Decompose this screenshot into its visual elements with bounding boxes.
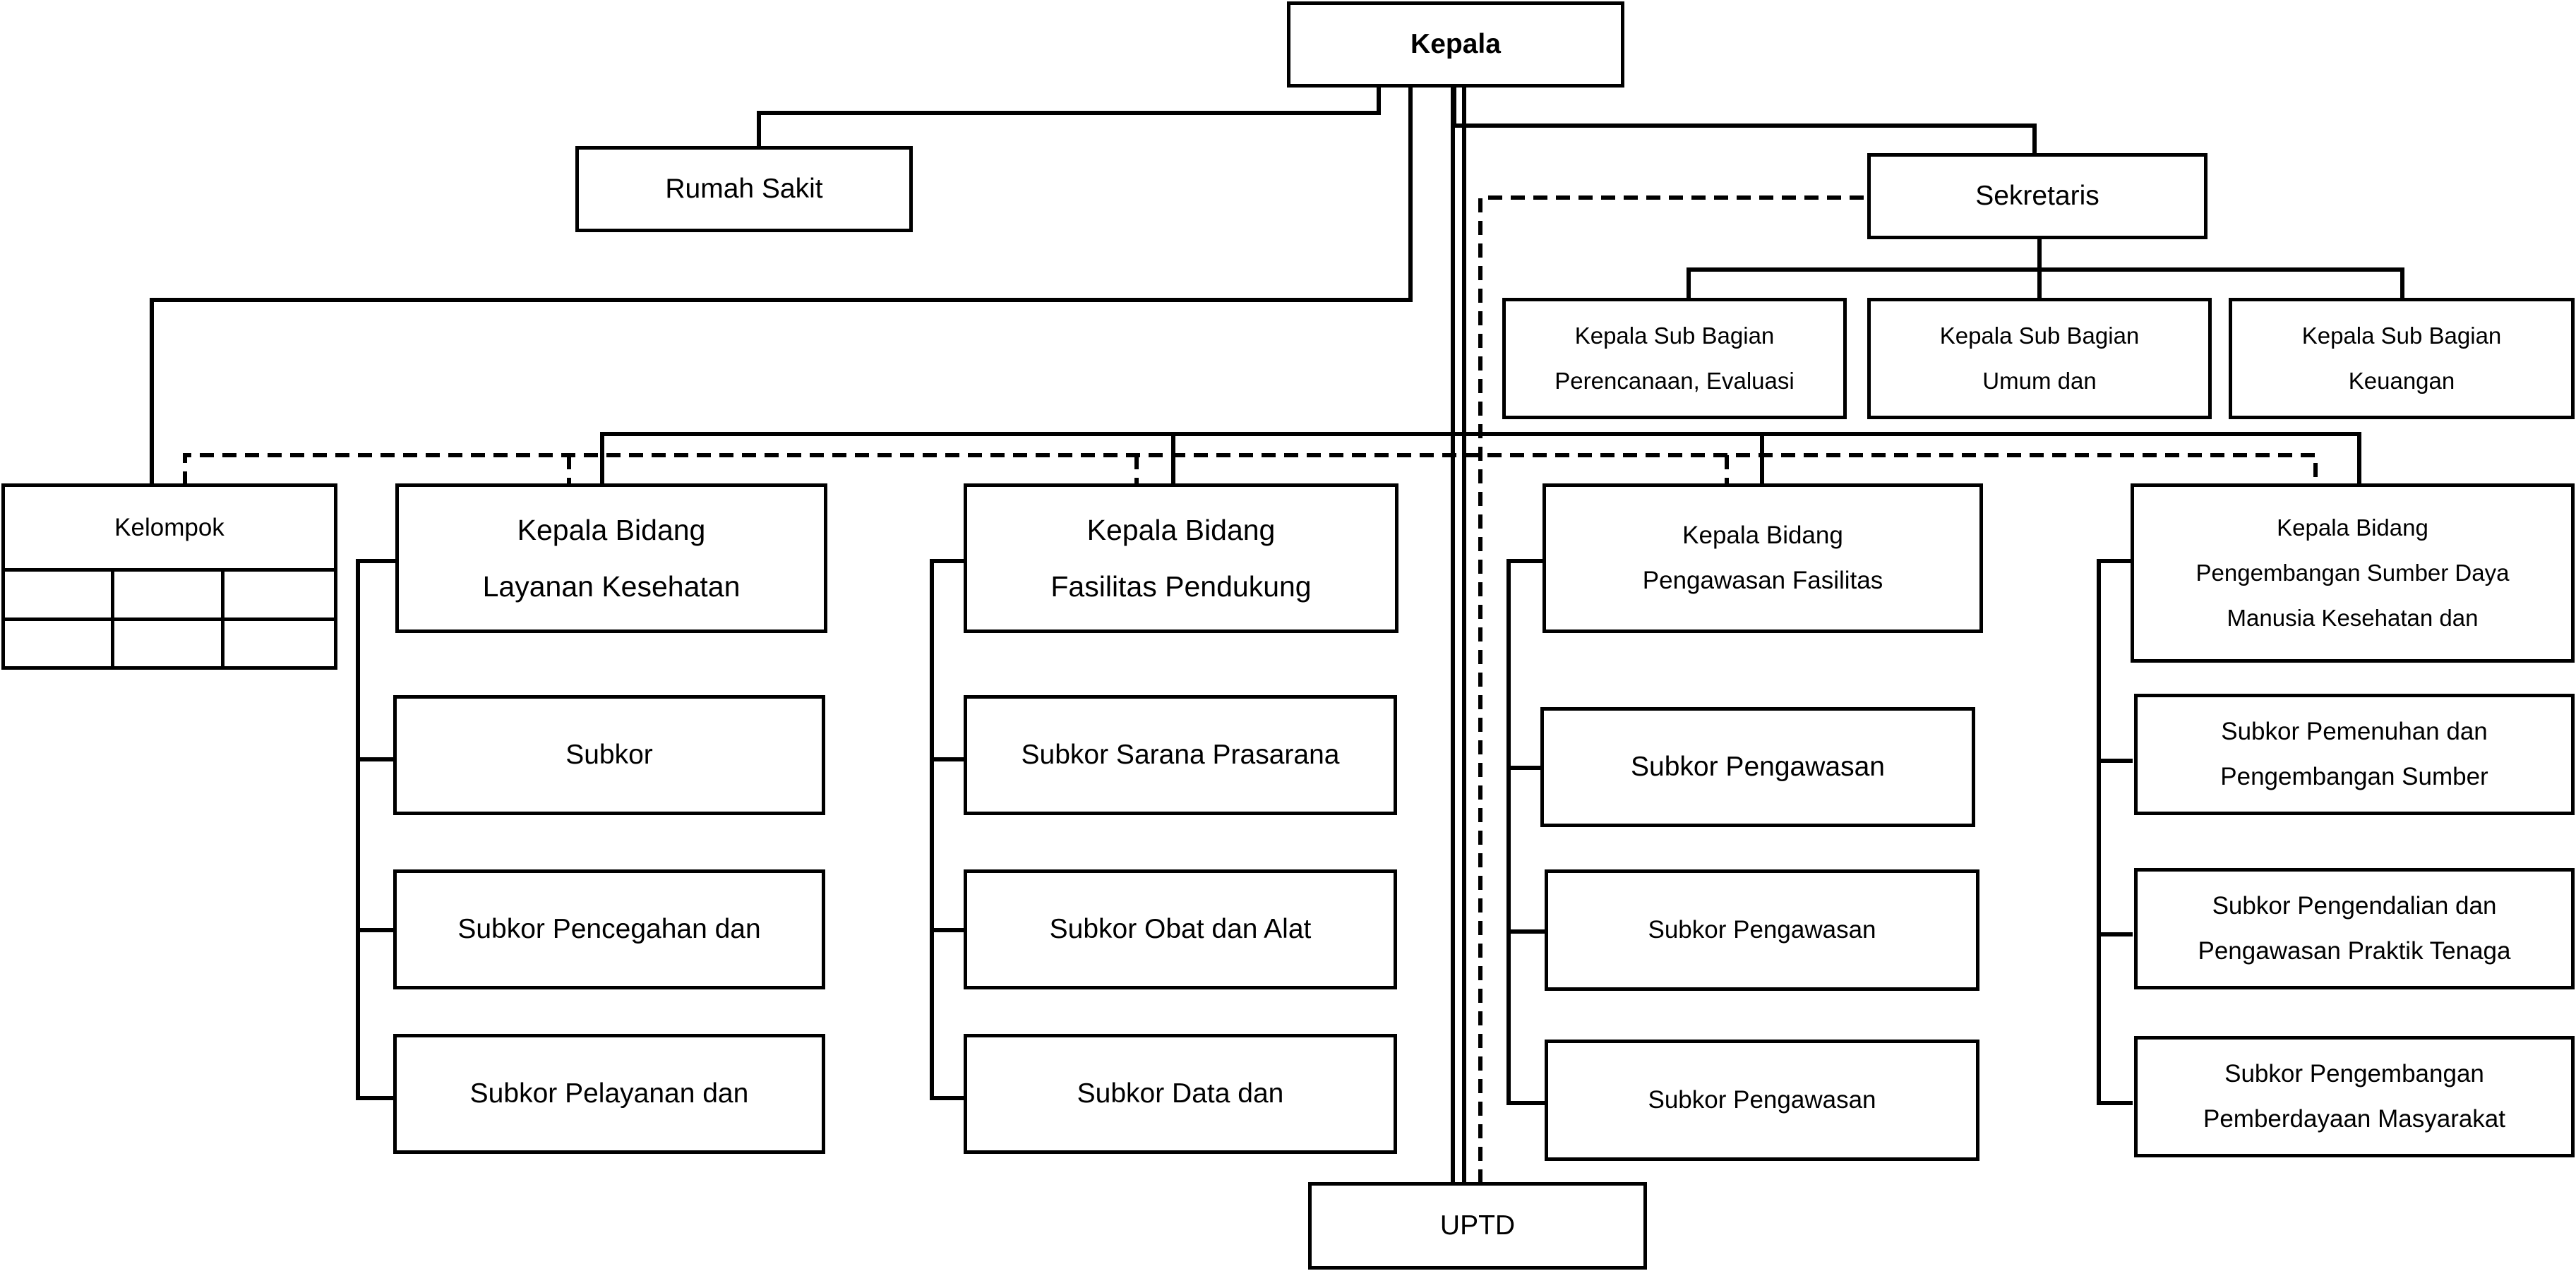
unit-box: Subkor Pengawasan (1545, 869, 1979, 991)
sub-section-finance: Kepala Sub Bagian Keuangan (2229, 298, 2575, 419)
unit-box: Subkor Pemenuhan dan Pengembangan Sumber (2134, 694, 2575, 815)
division-head-health-services: Kepala Bidang Layanan Kesehatan (395, 483, 827, 633)
unit-line1: Subkor Data dan (1077, 1078, 1284, 1109)
secretary-box: Sekretaris (1867, 153, 2207, 239)
division-head-line2: Pengawasan Fasilitas (1642, 567, 1883, 594)
division-head-line1: Kepala Bidang (1682, 522, 1843, 549)
division-head-line2: Layanan Kesehatan (482, 570, 741, 603)
division-head-line1: Kepala Bidang (517, 514, 706, 546)
sub-section-general: Kepala Sub Bagian Umum dan (1867, 298, 2212, 419)
unit-box: Subkor Pelayanan dan (393, 1034, 825, 1154)
division-head-support-facilities: Kepala Bidang Fasilitas Pendukung (964, 483, 1398, 633)
grid-cell (224, 621, 334, 667)
unit-line1: Subkor Sarana Prasarana (1021, 740, 1340, 770)
unit-line1: Subkor Obat dan Alat (1049, 914, 1312, 944)
unit-box: Subkor Pengawasan (1540, 707, 1975, 827)
unit-line2: Pengembangan Sumber (2220, 763, 2488, 790)
unit-box: Subkor Pencegahan dan (393, 869, 825, 989)
grid-cell (5, 572, 115, 621)
grid-cell (114, 620, 224, 666)
unit-box: Subkor Pengawasan (1545, 1040, 1979, 1161)
sub-section-line1: Kepala Sub Bagian (2301, 323, 2502, 349)
unit-box: Subkor Pengembangan Pemberdayaan Masyara… (2134, 1036, 2575, 1157)
unit-line2: Pengawasan Praktik Tenaga (2198, 937, 2511, 965)
unit-box: Subkor Obat dan Alat (964, 869, 1397, 989)
hospital-label: Rumah Sakit (665, 174, 823, 204)
division-head-line1: Kepala Bidang (2277, 514, 2428, 541)
grid-cell (114, 572, 224, 621)
unit-line1: Subkor Pengawasan (1648, 916, 1876, 944)
head-box: Kepala (1287, 1, 1624, 88)
division-head-line2: Pengembangan Sumber Daya (2195, 560, 2510, 586)
unit-line1: Subkor Pengawasan (1648, 1086, 1876, 1114)
sub-section-line1: Kepala Sub Bagian (1939, 323, 2140, 349)
unit-line1: Subkor Pengawasan (1631, 752, 1885, 782)
grid-cell (224, 572, 334, 621)
unit-line1: Subkor Pencegahan dan (457, 914, 761, 944)
unit-box: Subkor (393, 695, 825, 815)
unit-box: Subkor Data dan (964, 1034, 1397, 1154)
secretary-label: Sekretaris (1975, 181, 2099, 211)
sub-section-planning: Kepala Sub Bagian Perencanaan, Evaluasi (1502, 298, 1847, 419)
unit-box: Subkor Pengendalian dan Pengawasan Prakt… (2134, 868, 2575, 989)
functional-group-label: Kelompok (5, 487, 334, 572)
sub-section-line1: Kepala Sub Bagian (1574, 323, 1775, 349)
unit-line1: Subkor Pengembangan (2224, 1060, 2484, 1088)
unit-line1: Subkor (565, 740, 653, 770)
head-label: Kepala (1410, 29, 1501, 59)
hospital-box: Rumah Sakit (575, 146, 913, 232)
grid-cell (5, 620, 115, 666)
unit-line2: Pemberdayaan Masyarakat (2203, 1105, 2505, 1133)
division-head-facility-oversight: Kepala Bidang Pengawasan Fasilitas (1542, 483, 1983, 633)
unit-line1: Subkor Pengendalian dan (2212, 892, 2497, 920)
division-head-hr-development: Kepala Bidang Pengembangan Sumber Daya M… (2131, 483, 2575, 663)
functional-group-grid (5, 572, 334, 666)
uptd-label: UPTD (1439, 1210, 1516, 1241)
sub-section-line2: Umum dan (1982, 368, 2097, 394)
division-head-line3: Manusia Kesehatan dan (2227, 605, 2479, 631)
functional-group-table: Kelompok (1, 483, 337, 670)
sub-section-line2: Keuangan (2348, 368, 2455, 394)
division-head-line1: Kepala Bidang (1086, 514, 1276, 546)
unit-box: Subkor Sarana Prasarana (964, 695, 1397, 815)
unit-line1: Subkor Pelayanan dan (469, 1078, 749, 1109)
division-head-line2: Fasilitas Pendukung (1050, 570, 1312, 603)
uptd-box: UPTD (1308, 1182, 1647, 1270)
unit-line1: Subkor Pemenuhan dan (2221, 718, 2488, 745)
sub-section-line2: Perencanaan, Evaluasi (1554, 368, 1795, 394)
